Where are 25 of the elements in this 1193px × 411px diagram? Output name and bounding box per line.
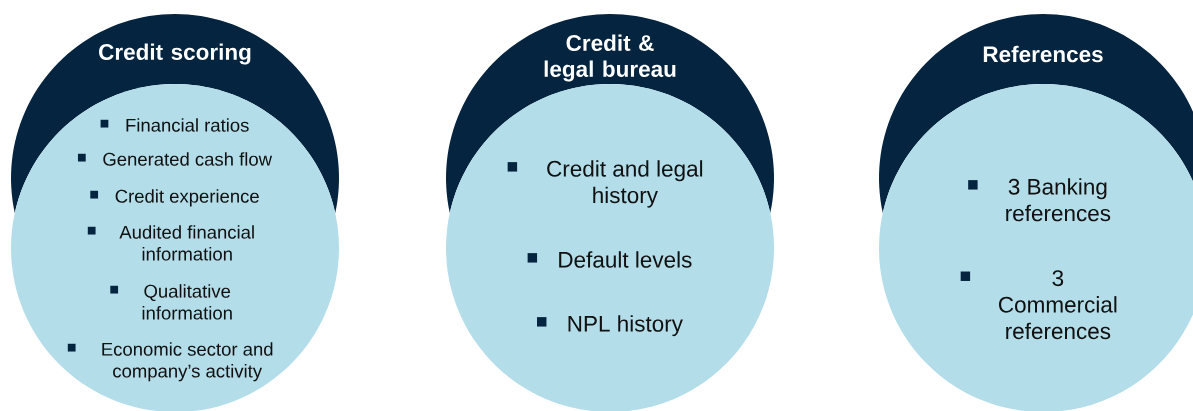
heading-crescent xyxy=(446,14,774,213)
heading: Credit & legal bureau xyxy=(544,34,676,82)
bullet-item: Generated cash flow xyxy=(77,152,273,166)
node-label: NPL history xyxy=(568,315,683,337)
node-label: Financial ratios xyxy=(126,118,249,132)
bullet-item: 3 Commercial references xyxy=(960,270,1117,340)
node-label: Default levels xyxy=(559,251,692,268)
bullet-item: 3 Banking references xyxy=(968,178,1111,222)
heading-crescent xyxy=(11,14,339,213)
heading: References xyxy=(983,45,1103,63)
node-label: Audited financial information xyxy=(119,225,254,261)
bullet-item: Economic sector and company’s activity xyxy=(67,342,273,382)
node-label: 3 Commercial references xyxy=(998,270,1117,340)
bullet-item: Financial ratios xyxy=(100,118,249,132)
bullet-item: Qualitative information xyxy=(110,284,232,320)
bullet-item: Credit experience xyxy=(90,189,259,207)
node-label: 3 Banking references xyxy=(1006,178,1111,222)
bullet-item: Credit and legal history xyxy=(507,160,703,208)
bullet-item: Audited financial information xyxy=(87,225,254,261)
heading: Credit scoring xyxy=(99,43,251,65)
node-label: Economic sector and company’s activity xyxy=(102,342,273,382)
node-label: Qualitative information xyxy=(142,284,232,320)
node-label: Credit and legal history xyxy=(547,160,703,208)
bullet-item: NPL history xyxy=(537,315,683,337)
bullet-item: Default levels xyxy=(527,251,692,268)
